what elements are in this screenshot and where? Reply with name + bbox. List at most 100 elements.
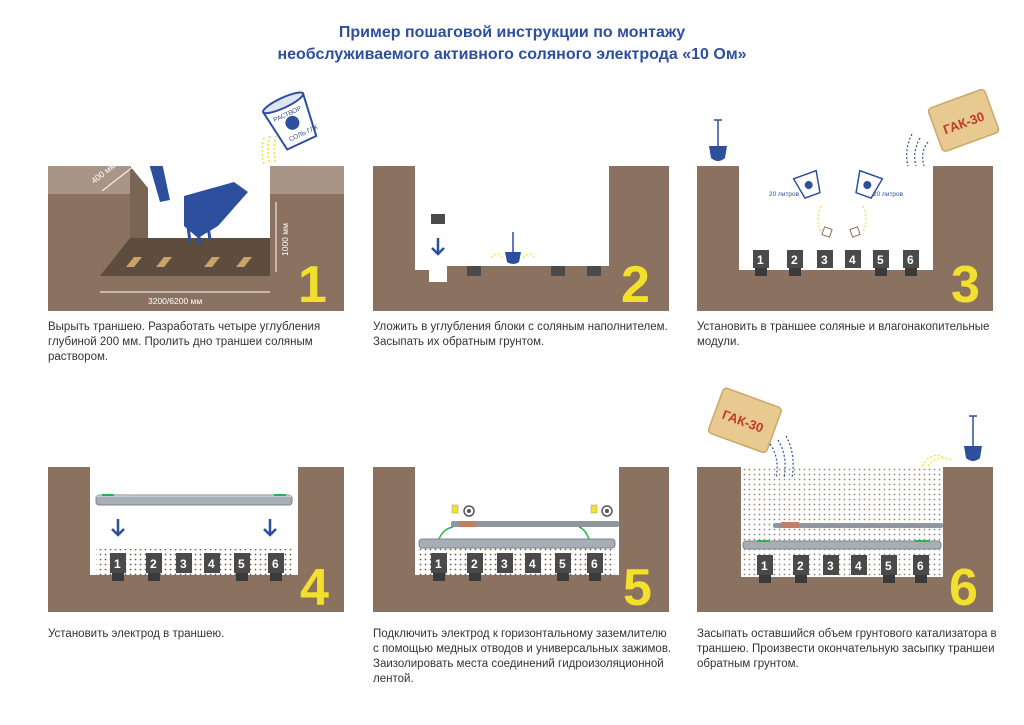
module-3: 3 xyxy=(176,553,192,573)
soil-bottom xyxy=(373,270,669,311)
soil-right xyxy=(943,467,993,612)
svg-text:1: 1 xyxy=(761,559,768,573)
electrode xyxy=(418,538,616,549)
step-4-svg: 1 2 3 4 5 6 4 xyxy=(48,467,344,612)
svg-text:2: 2 xyxy=(471,557,478,571)
svg-text:3: 3 xyxy=(827,559,834,573)
module-6: 6 xyxy=(587,553,603,581)
step-2-illustration: 2 xyxy=(373,166,669,311)
clamp-right-icon xyxy=(590,504,613,517)
module-2: 2 xyxy=(787,250,803,276)
svg-text:6: 6 xyxy=(917,559,924,573)
block-placed-3 xyxy=(587,266,601,276)
pit-1 xyxy=(126,257,142,267)
arrow-down-icon xyxy=(431,238,445,256)
step-number: 6 xyxy=(949,559,978,612)
step-number: 5 xyxy=(623,559,652,612)
shovel-icon xyxy=(505,252,521,264)
title-line-1: Пример пошаговой инструкции по монтажу xyxy=(338,24,686,41)
module-1: 1 xyxy=(110,553,126,581)
step-6-svg: 1 2 3 4 5 6 6 xyxy=(697,467,993,612)
electrode xyxy=(95,494,293,506)
svg-text:3: 3 xyxy=(180,557,187,571)
step-5-svg: 1 2 3 4 5 6 5 xyxy=(373,467,669,612)
catalyst-layer xyxy=(96,549,292,577)
backfill-catalyst xyxy=(743,467,941,577)
ground-surface-left xyxy=(48,166,130,196)
soil-bottom xyxy=(48,276,344,311)
step-5-illustration: 1 2 3 4 5 6 5 xyxy=(373,467,669,612)
svg-text:4: 4 xyxy=(208,557,215,571)
step-5-caption: Подключить электрод к горизонтальному за… xyxy=(373,628,672,685)
step-number: 4 xyxy=(300,559,329,612)
excavator-boom xyxy=(149,166,170,202)
step-3-svg: 1 2 3 4 5 6 20 литров 20 литров 3 xyxy=(697,166,993,311)
module-3: 3 xyxy=(497,553,513,573)
pit-3 xyxy=(204,257,220,267)
pit-2 xyxy=(156,257,172,267)
module-2: 2 xyxy=(793,555,809,583)
step-6-caption: Засыпать оставшийся объем грунтового кат… xyxy=(697,628,997,670)
svg-text:1: 1 xyxy=(757,253,764,267)
catalyst-layer xyxy=(419,547,615,577)
title-line-2: необслуживаемого активного соляного элек… xyxy=(277,46,747,63)
svg-text:4: 4 xyxy=(849,253,856,267)
step-2-svg: 2 xyxy=(373,166,669,311)
module-4: 4 xyxy=(851,555,867,575)
svg-text:4: 4 xyxy=(855,559,862,573)
bucket-left-icon xyxy=(792,169,821,200)
arrow-down-icon xyxy=(263,519,277,537)
module-3: 3 xyxy=(823,555,839,575)
svg-text:3: 3 xyxy=(821,253,828,267)
svg-text:2: 2 xyxy=(791,253,798,267)
excavator-bucket xyxy=(184,182,248,238)
electrode xyxy=(742,540,942,550)
module-5: 5 xyxy=(881,555,897,583)
module-4: 4 xyxy=(204,553,220,573)
module-6: 6 xyxy=(913,555,929,583)
svg-text:5: 5 xyxy=(238,557,245,571)
solution-bucket-icon: РАСТВОР СОЛЬ ГЛК xyxy=(261,91,319,165)
step-2-caption: Уложить в углубления блоки с соляным нап… xyxy=(373,321,668,348)
module-6: 6 xyxy=(903,250,919,276)
step-4-illustration: 1 2 3 4 5 6 4 xyxy=(48,467,344,612)
module-4: 4 xyxy=(525,553,541,573)
module-1: 1 xyxy=(431,553,447,581)
liters-right: 20 литров xyxy=(873,191,904,198)
dim-length: 3200/6200 мм xyxy=(148,296,202,306)
svg-text:6: 6 xyxy=(591,557,598,571)
soil-bottom xyxy=(697,577,993,612)
module-2: 2 xyxy=(146,553,162,581)
module-3: 3 xyxy=(817,250,833,268)
svg-text:2: 2 xyxy=(797,559,804,573)
horizontal-earth-conductor xyxy=(773,523,943,528)
step-3-illustration: 1 2 3 4 5 6 20 литров 20 литров 3 xyxy=(697,166,993,311)
svg-text:5: 5 xyxy=(885,559,892,573)
block-falling xyxy=(431,214,445,224)
step-number: 1 xyxy=(298,256,327,311)
bucket-right-icon xyxy=(855,169,884,200)
gak-30-bag-icon: ГАК-30 xyxy=(906,88,1000,167)
module-5: 5 xyxy=(873,250,889,276)
copper-taps xyxy=(438,526,590,540)
shovel-icon xyxy=(964,415,982,461)
liters-left: 20 литров xyxy=(769,191,800,198)
svg-text:6: 6 xyxy=(907,253,914,267)
step-number: 2 xyxy=(621,256,650,311)
step-1-illustration: 400 мм 1000 мм 3200/6200 мм 1 xyxy=(48,166,344,311)
module-2: 2 xyxy=(467,553,483,581)
shovel-icon xyxy=(709,119,727,161)
trench-bottom xyxy=(100,238,270,276)
soil-bottom xyxy=(373,575,669,612)
step-1-caption: Вырыть траншею. Разработать четыре углуб… xyxy=(48,321,321,363)
svg-text:1: 1 xyxy=(114,557,121,571)
dust-icon xyxy=(921,454,953,467)
svg-text:6: 6 xyxy=(272,557,279,571)
arrow-down-icon xyxy=(111,519,125,537)
svg-text:2: 2 xyxy=(150,557,157,571)
module-1: 1 xyxy=(757,555,773,583)
step-6-illustration: 1 2 3 4 5 6 6 xyxy=(697,467,993,612)
svg-text:5: 5 xyxy=(877,253,884,267)
svg-text:5: 5 xyxy=(559,557,566,571)
step-3-caption: Установить в траншее соляные и влагонако… xyxy=(697,321,990,348)
